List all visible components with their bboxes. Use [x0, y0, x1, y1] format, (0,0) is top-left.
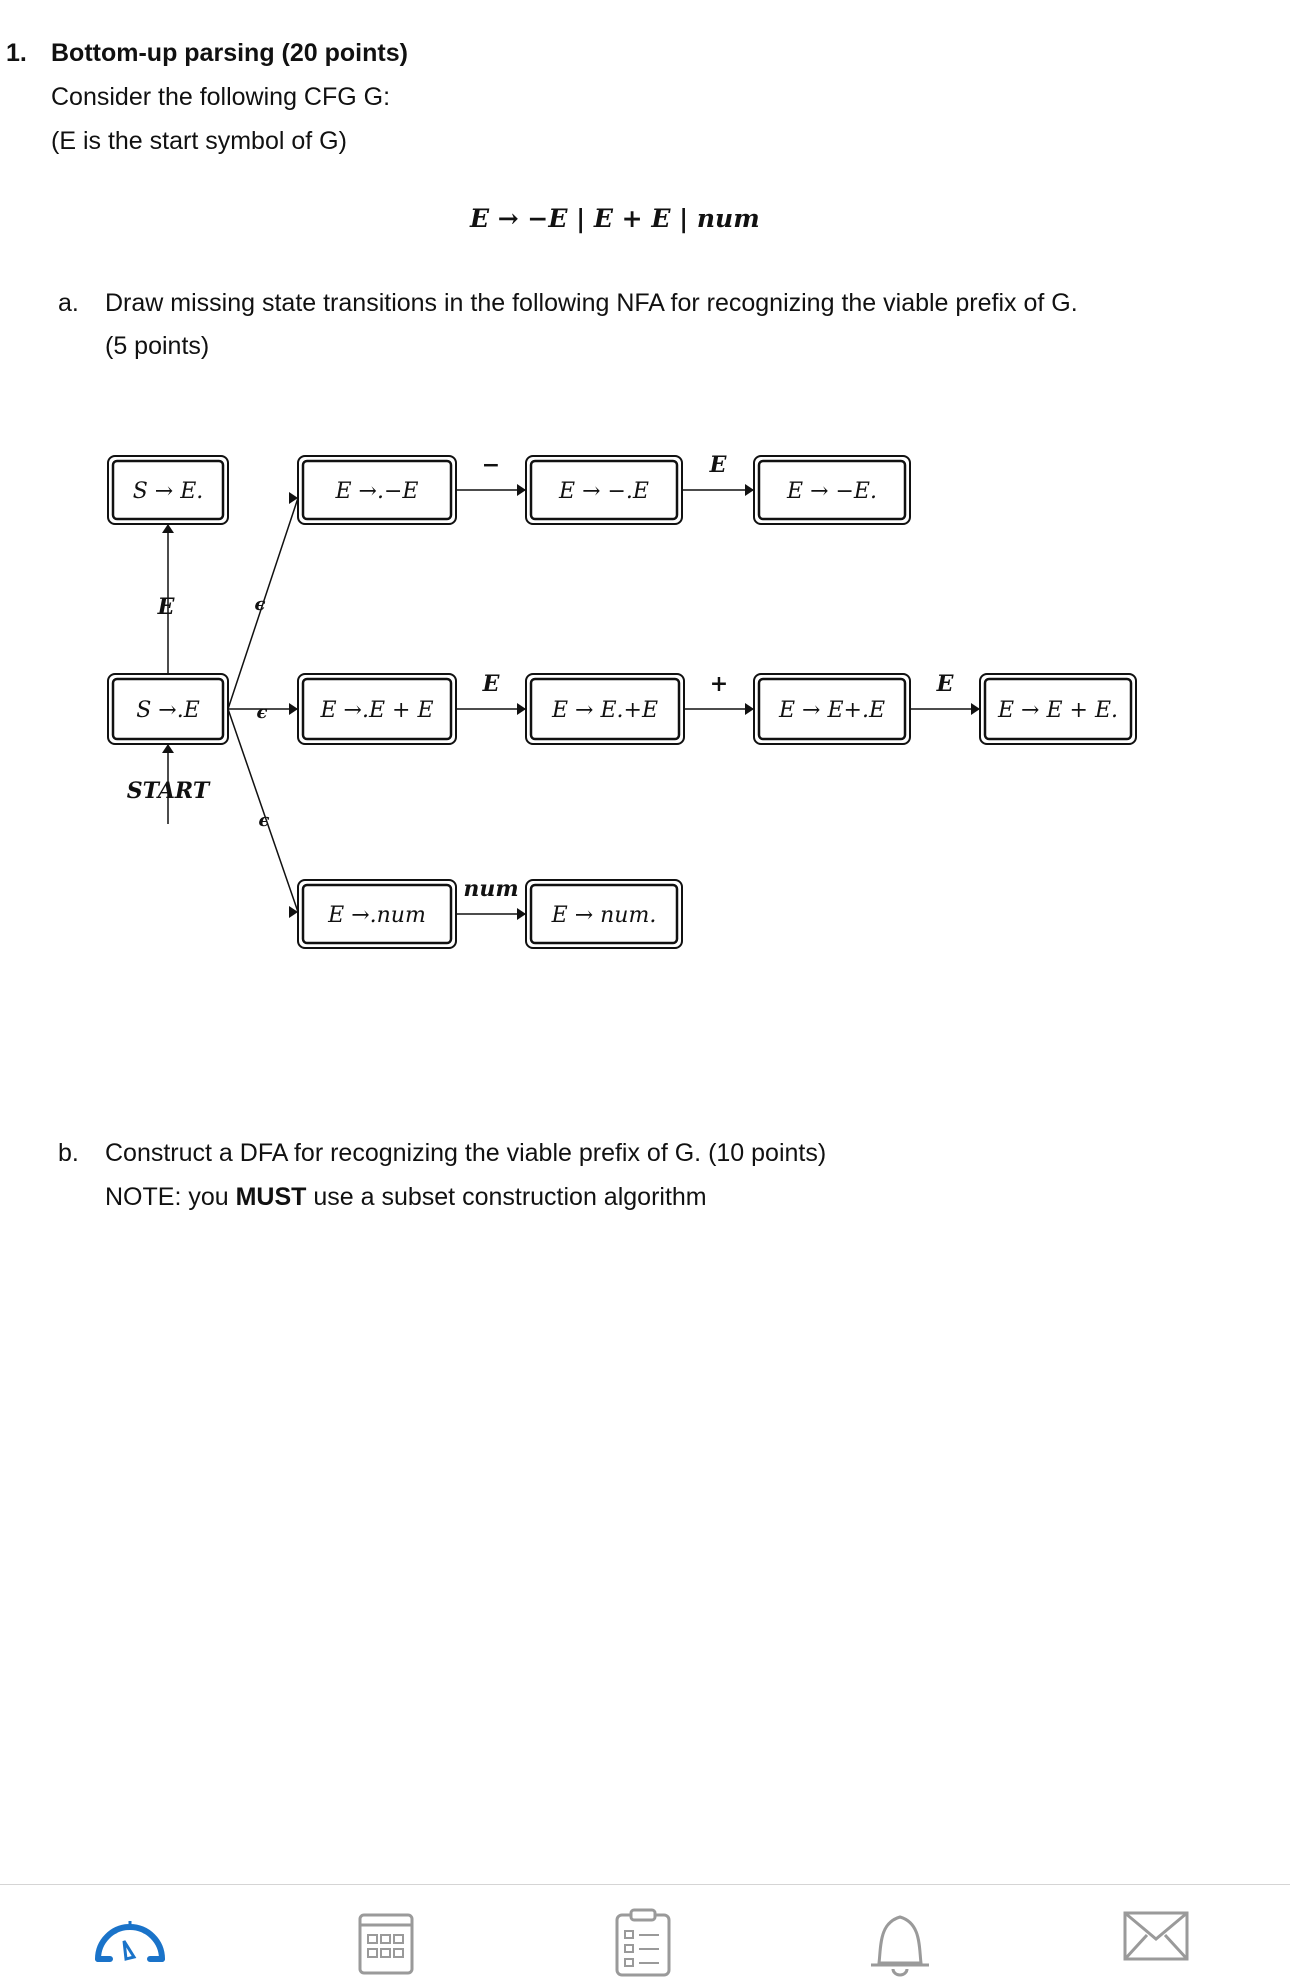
calendar-icon	[358, 1913, 414, 1975]
start-label: START	[127, 778, 211, 804]
transition-arrowhead	[289, 703, 298, 715]
nfa-state-label: E → E.+E	[551, 698, 658, 723]
transition-arrowhead	[162, 524, 174, 533]
nfa-transition-label: +	[710, 671, 728, 697]
nfa-state-label: S → E.	[133, 479, 204, 504]
problem-number: 1.	[6, 39, 27, 67]
part-b-instruction: Construct a DFA for recognizing the viab…	[105, 1139, 827, 1167]
bottom-tab-bar	[0, 1884, 1290, 1981]
nfa-transition-label: ϵ	[257, 702, 268, 723]
nfa-state-inner	[111, 459, 225, 521]
nfa-state-inner	[983, 677, 1133, 741]
problem-intro-line-1: Consider the following CFG G:	[51, 83, 391, 111]
nfa-state-label: E → E+.E	[778, 698, 885, 723]
tab-messages[interactable]	[1116, 1907, 1196, 1981]
bell-icon	[871, 1915, 929, 1977]
transition-arrowhead	[517, 484, 526, 496]
transition-arrowhead	[517, 703, 526, 715]
part-b-note-suffix: use a subset construction algorithm	[306, 1183, 707, 1211]
nfa-state-label: E →.−E	[335, 479, 419, 504]
transition-arrowhead	[971, 703, 980, 715]
part-a-instruction: Draw missing state transitions in the fo…	[105, 289, 1078, 317]
tab-dashboard[interactable]	[90, 1907, 170, 1981]
nfa-transition-label: E	[482, 671, 501, 697]
document-page: 1. Bottom-up parsing (20 points) Conside…	[6, 39, 1137, 1212]
part-b-note-prefix: NOTE: you	[105, 1183, 236, 1211]
nfa-state-label: S →.E	[136, 698, 200, 723]
tab-checklist[interactable]	[603, 1907, 683, 1981]
nfa-state-inner	[757, 677, 907, 741]
nfa-transition-label: E	[709, 452, 728, 478]
part-b-note-emphasis: MUST	[235, 1183, 307, 1211]
part-a-points: (5 points)	[105, 332, 210, 360]
nfa-transition-label: −	[482, 452, 500, 478]
transition-arrowhead	[745, 703, 754, 715]
nfa-transition-label: num	[463, 876, 518, 902]
nfa-state-inner	[301, 459, 453, 521]
nfa-state-inner	[529, 677, 681, 741]
nfa-state-inner	[529, 459, 679, 521]
nfa-transition-label: ϵ	[259, 810, 270, 831]
checklist-icon	[615, 1908, 671, 1977]
part-b-note: NOTE: you MUST use a subset construction…	[105, 1182, 707, 1212]
transition-arrowhead	[162, 744, 174, 753]
nfa-transition-label: E	[936, 671, 955, 697]
nfa-state-inner	[111, 677, 225, 741]
nfa-state-label: E → −.E	[558, 479, 649, 504]
nfa-state-label: E → E + E.	[997, 698, 1118, 723]
problem-intro-line-2: (E is the start symbol of G)	[51, 127, 347, 155]
nfa-transition	[227, 497, 299, 710]
nfa-state-label: E → −E.	[786, 479, 877, 504]
nfa-state-inner	[529, 883, 679, 945]
dashboard-gauge-icon	[95, 1921, 165, 1962]
part-a-label: a.	[58, 289, 79, 317]
nfa-transition-label: E	[157, 594, 176, 620]
problem-title: Bottom-up parsing (20 points)	[51, 39, 408, 67]
nfa-state-inner	[301, 677, 453, 741]
nfa-state-label: E →.num	[327, 903, 426, 928]
nfa-state-label: E →.E + E	[319, 698, 433, 723]
nfa-diagram: S → E. E →.−E E → −.E E → −E. S →.E E →.E + E…	[107, 452, 1137, 949]
tab-calendar[interactable]	[346, 1907, 426, 1981]
nfa-state-inner	[301, 883, 453, 945]
transition-arrowhead	[517, 908, 526, 920]
nfa-state-label: E → num.	[551, 903, 657, 928]
nfa-state-inner	[757, 459, 907, 521]
transition-arrowhead	[289, 906, 298, 918]
transition-arrowhead	[289, 492, 298, 504]
transition-arrowhead	[745, 484, 754, 496]
nfa-transition-label: ϵ	[255, 594, 266, 615]
grammar-rule: E → −E | E + E | num	[470, 204, 760, 233]
tab-notifications[interactable]	[860, 1907, 940, 1981]
mail-icon	[1123, 1911, 1189, 1961]
nfa-transition	[227, 708, 299, 913]
part-b-label: b.	[58, 1139, 79, 1167]
